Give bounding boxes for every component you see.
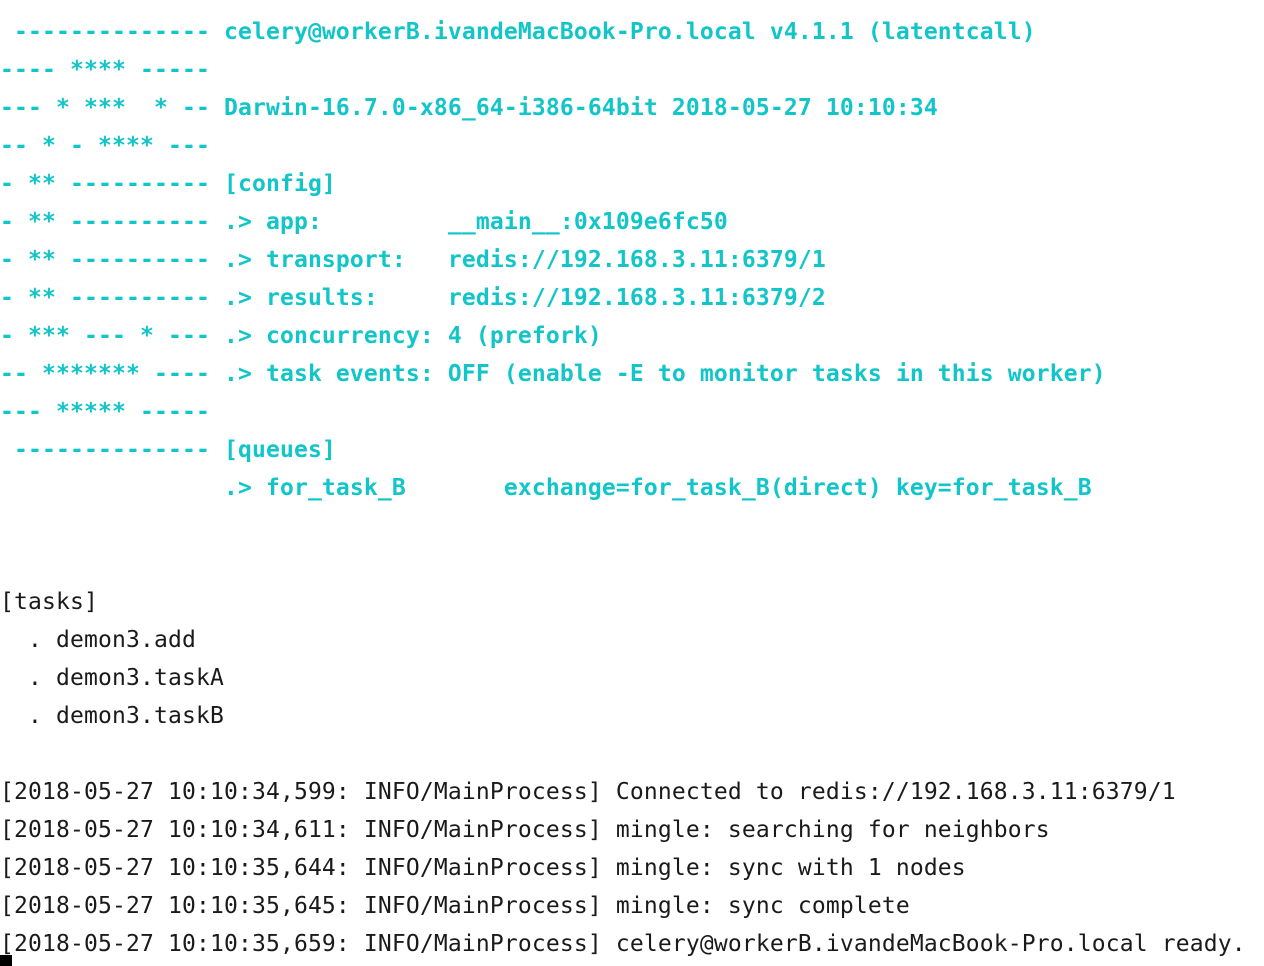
task-item: . demon3.taskA [0,665,224,691]
banner-line-logo-2: -- * - **** --- [0,133,210,159]
banner-line-results: - ** ---------- .> results: redis://192.… [0,285,826,311]
banner-line-app: - ** ---------- .> app: __main__:0x109e6… [0,209,728,235]
log-line: [2018-05-27 10:10:35,645: INFO/MainProce… [0,893,910,919]
banner-line-worker-name: -------------- celery@workerB.ivandeMacB… [0,19,1036,45]
tasks-header: [tasks] [0,589,98,615]
banner-line-config-header: - ** ---------- [config] [0,171,336,197]
log-line: [2018-05-27 10:10:34,599: INFO/MainProce… [0,779,1176,805]
banner-line-concurrency: - *** --- * --- .> concurrency: 4 (prefo… [0,323,602,349]
log-line: [2018-05-27 10:10:35,644: INFO/MainProce… [0,855,966,881]
log-line: [2018-05-27 10:10:35,659: INFO/MainProce… [0,931,1246,957]
terminal-cursor [0,955,12,966]
banner-line-logo-3: --- ***** ----- [0,399,210,425]
banner-line-queue-entry: .> for_task_B exchange=for_task_B(direct… [0,475,1092,501]
task-item: . demon3.taskB [0,703,224,729]
banner-line-transport: - ** ---------- .> transport: redis://19… [0,247,826,273]
banner-line-queues-header: -------------- [queues] [0,437,336,463]
banner-line-logo-1: ---- **** ----- [0,57,210,83]
banner-line-task-events: -- ******* ---- .> task events: OFF (ena… [0,361,1106,387]
log-line: [2018-05-27 10:10:34,611: INFO/MainProce… [0,817,1050,843]
task-item: . demon3.add [0,627,196,653]
banner-line-platform: --- * *** * -- Darwin-16.7.0-x86_64-i386… [0,95,938,121]
